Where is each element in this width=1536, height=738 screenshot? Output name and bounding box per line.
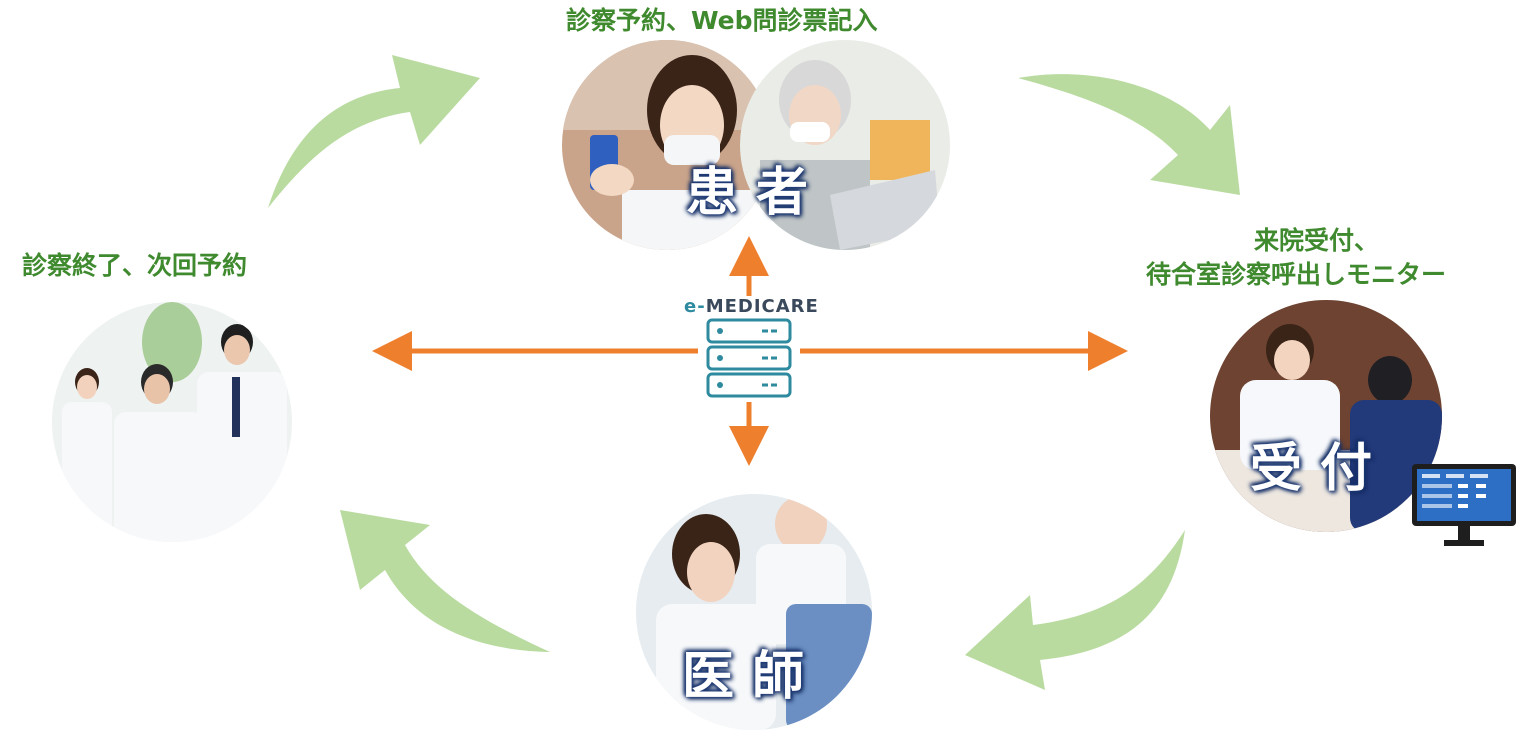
doctor-photo (636, 494, 872, 730)
logo-prefix: e- (684, 296, 706, 317)
medicare-logo: e-MEDICARE (684, 296, 819, 317)
label-right-reception-line1: 来院受付、 (1254, 226, 1380, 255)
role-label-patient: 患者 (686, 163, 827, 223)
label-left-finish: 診察終了、次回予約 (22, 251, 248, 280)
cycle-arrow-right-to-bottom (965, 530, 1185, 690)
label-right-reception-line2: 待合室診察呼出しモニター (1146, 260, 1447, 289)
logo-name: MEDICARE (705, 296, 819, 317)
server-stack-icon (706, 318, 792, 398)
monitor-icon (1412, 464, 1516, 546)
label-top-booking: 診察予約、Web問診票記入 (566, 6, 878, 35)
role-label-doctor: 医師 (682, 647, 823, 707)
role-label-reception: 受付 (1250, 439, 1391, 499)
cycle-arrow-bottom-to-left (340, 510, 550, 652)
cycle-arrow-top-to-right (1018, 74, 1240, 195)
doctors-team-photo (52, 302, 292, 542)
cycle-arrow-left-to-top (268, 55, 480, 208)
